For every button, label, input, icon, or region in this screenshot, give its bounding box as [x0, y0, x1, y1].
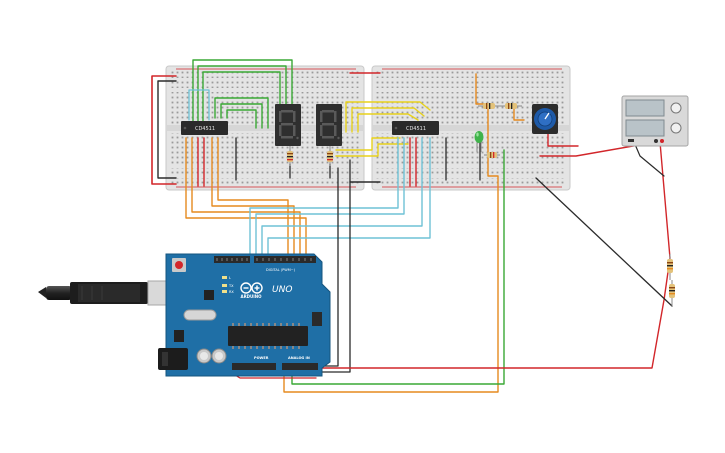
resistor-seg-right[interactable] — [327, 146, 333, 166]
atmega-chip — [228, 326, 308, 346]
analog-label: ANALOG IN — [288, 356, 310, 360]
header-power — [232, 363, 276, 370]
header-analog — [282, 363, 318, 370]
wire-cyan-1[interactable] — [249, 137, 399, 257]
wire-orange-4[interactable] — [217, 137, 289, 257]
seven-segment-right[interactable] — [316, 104, 342, 146]
led-rx — [222, 290, 227, 293]
wire-orange-pot-top[interactable] — [513, 107, 525, 121]
usb-chip — [204, 290, 214, 300]
led-tx — [222, 284, 227, 287]
uno-text: UNO — [272, 285, 292, 295]
resistor-divider-top[interactable] — [667, 254, 673, 280]
wire-black-left-rail[interactable] — [157, 80, 177, 179]
arduino-logo — [240, 282, 263, 294]
usb-cable[interactable] — [38, 280, 187, 306]
wire-green-3[interactable] — [202, 71, 281, 129]
label-tx: TX — [228, 284, 234, 288]
wire-green-1[interactable] — [192, 59, 293, 129]
wire-green-4[interactable] — [214, 97, 269, 129]
wire-black-supply[interactable] — [633, 141, 665, 177]
label-l: L — [229, 276, 231, 280]
wire-red-left-rail[interactable] — [151, 75, 177, 185]
resistor-top-right-a[interactable] — [478, 103, 500, 109]
resistor-seg-left[interactable] — [287, 146, 293, 166]
resistor-top-right-b[interactable] — [500, 103, 522, 109]
led-l — [222, 276, 227, 279]
wire-yellow-4[interactable] — [335, 137, 401, 151]
wire-yellow-1[interactable] — [345, 101, 431, 133]
wire-cyan-3[interactable] — [261, 137, 423, 257]
label-rx: RX — [229, 290, 234, 294]
led-green[interactable] — [474, 131, 484, 152]
wire-yellow-5[interactable] — [335, 143, 409, 157]
regulator — [174, 330, 184, 342]
wire-orange-2[interactable] — [191, 137, 301, 257]
breadboard-left — [165, 65, 365, 191]
digital-label: DIGITAL (PWM~) — [266, 268, 296, 272]
icsp-header — [312, 312, 322, 326]
header-digital-right — [254, 256, 316, 263]
resistor-divider-bottom[interactable] — [669, 280, 675, 306]
arduino-uno[interactable]: L TX RX ARDUINO UNO DIGITAL (PWM~) POWER… — [158, 253, 331, 377]
wire-yellow-2[interactable] — [351, 107, 425, 133]
resistor-led[interactable] — [484, 152, 500, 158]
wire-green-2[interactable] — [197, 65, 287, 129]
wire-red-supply-1[interactable] — [539, 141, 657, 157]
chip-left-label: CD4511 — [195, 126, 215, 132]
wire-yellow-3[interactable] — [357, 113, 419, 133]
brand-text: ARDUINO — [241, 294, 263, 299]
supply-terminal-neg[interactable] — [654, 139, 658, 143]
wire-cyan-left-top[interactable] — [188, 89, 210, 121]
wire-orange-1[interactable] — [185, 137, 307, 257]
dc-power-supply[interactable] — [621, 95, 689, 147]
power-label: POWER — [254, 356, 269, 360]
wire-green-5[interactable] — [220, 103, 263, 129]
wire-green-6[interactable] — [226, 109, 257, 129]
wire-black-diagonal[interactable] — [535, 177, 673, 307]
supply-terminal-pos[interactable] — [660, 139, 664, 143]
wire-orange-3[interactable] — [211, 137, 295, 257]
potentiometer[interactable] — [532, 104, 558, 134]
seven-segment-left[interactable] — [275, 104, 301, 146]
wire-orange-pot[interactable] — [283, 73, 499, 393]
chip-left[interactable]: CD4511 — [181, 121, 228, 135]
crystal — [183, 309, 217, 321]
wire-cyan-4[interactable] — [267, 137, 431, 257]
chip-right[interactable]: CD4511 — [392, 121, 439, 135]
chip-right-label: CD4511 — [406, 126, 426, 132]
wire-cyan-2[interactable] — [255, 137, 405, 257]
